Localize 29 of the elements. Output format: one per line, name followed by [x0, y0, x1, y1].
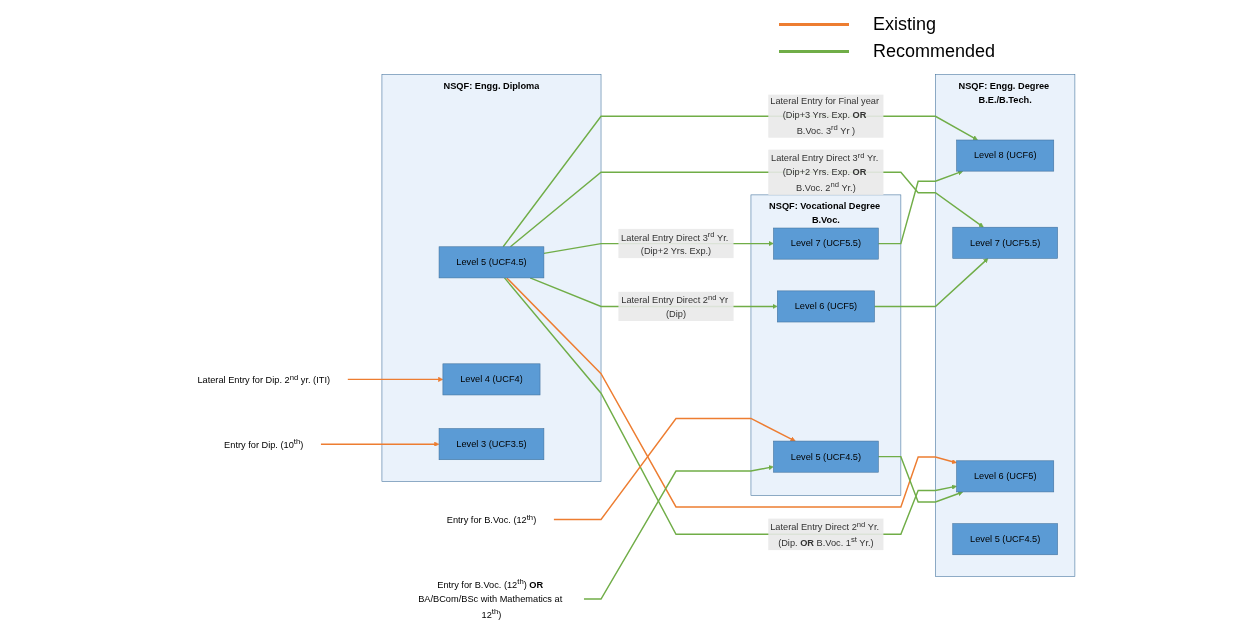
node-box: Level 5 (UCF4.5)	[773, 440, 879, 473]
arrow	[583, 465, 774, 600]
node-box: Level 7 (UCF5.5)	[773, 227, 879, 260]
arrow	[552, 417, 796, 521]
node-box: Level 4 (UCF4)	[442, 363, 541, 396]
edge-label: Lateral Entry for Final year (Dip+3 Yrs. Exp. OR B.Voc. 3$^{rd}$ Yr )	[770, 96, 879, 136]
arrow	[877, 170, 964, 245]
node-box: Level 7 (UCF5.5)	[952, 226, 1058, 259]
node-box: Level 8 (UCF6)	[956, 139, 1055, 172]
edge-label: Lateral Entry Direct 2$^{nd}$ Yr (Dip)	[621, 292, 729, 319]
node-box: Level 6 (UCF5)	[956, 460, 1055, 493]
edge-label: Lateral Entry Direct 3$^{rd}$ Yr. (Dip+2 Yrs. Exp.)	[621, 229, 729, 257]
node-text: Entry for B.Voc. (12$^{th}$) OR BA/BCom/BSc with Mathematics at 12$^{th}$)	[418, 577, 563, 620]
arrow	[502, 115, 978, 248]
arrow	[873, 258, 989, 308]
node-box: Level 5 (UCF4.5)	[438, 246, 545, 279]
node-text: Entry for Dip. (10$^{th}$)	[224, 437, 304, 450]
legend-label: Recommended	[872, 41, 995, 62]
legend-label: Existing	[872, 14, 936, 35]
node-box: Level 6 (UCF5)	[777, 290, 875, 323]
edge-label: Lateral Entry Direct 3$^{rd}$ Yr. (Dip+2 Yrs. Exp. OR B.Voc. 2$^{nd}$ Yr.)	[771, 150, 879, 193]
node-box: Level 5 (UCF4.5)	[952, 523, 1058, 556]
node-text: Entry for B.Voc. (12$^{th}$)	[446, 512, 537, 526]
node-box: Level 3 (UCF3.5)	[438, 428, 545, 460]
arrow	[877, 455, 964, 503]
edge-label: Lateral Entry Direct 2$^{nd}$ Yr. (Dip. OR B.Voc. 1$^{st}$ Yr.)	[770, 519, 880, 548]
arrow	[319, 441, 440, 447]
arrow	[346, 376, 444, 382]
node-text: Lateral Entry for Dip. 2$^{nd}$ yr. (ITI)	[197, 372, 331, 385]
